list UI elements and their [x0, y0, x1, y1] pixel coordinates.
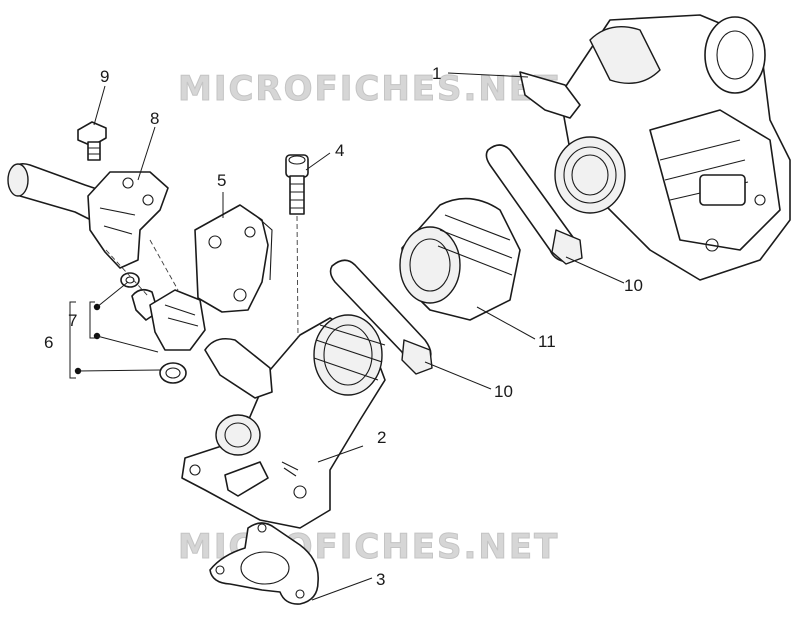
part-1-throttle-body — [519, 14, 791, 281]
part-8-hose-bracket — [7, 162, 169, 269]
callout-3: 3 — [376, 570, 385, 589]
callout-10-upper: 10 — [624, 276, 643, 295]
part-10-hose-clamp-lower — [329, 259, 433, 375]
part-3-gasket — [209, 522, 319, 605]
callout-7: 7 — [68, 311, 77, 330]
leader-lines — [93, 72, 625, 601]
callout-1: 1 — [432, 64, 441, 83]
part-5-bracket — [194, 204, 273, 313]
group-bracket-6-7 — [69, 281, 161, 379]
callout-9: 9 — [100, 67, 109, 86]
callout-11: 11 — [538, 332, 556, 351]
callout-6: 6 — [44, 333, 53, 352]
watermark-top: MICROFICHES.NET — [178, 69, 559, 109]
part-2-intake-manifold — [181, 314, 386, 529]
part-9-bolt — [77, 121, 107, 161]
part-6-7-sensor-assembly — [105, 239, 206, 384]
callout-5: 5 — [217, 171, 226, 190]
part-11-intake-coupling — [399, 197, 521, 321]
part-4-bolt — [285, 154, 309, 339]
callout-10-lower: 10 — [494, 382, 513, 401]
callout-8: 8 — [150, 109, 159, 128]
callout-labels: 1 2 3 4 5 6 7 8 9 10 10 11 — [44, 64, 643, 589]
callout-2: 2 — [377, 428, 386, 447]
callout-4: 4 — [335, 141, 344, 160]
